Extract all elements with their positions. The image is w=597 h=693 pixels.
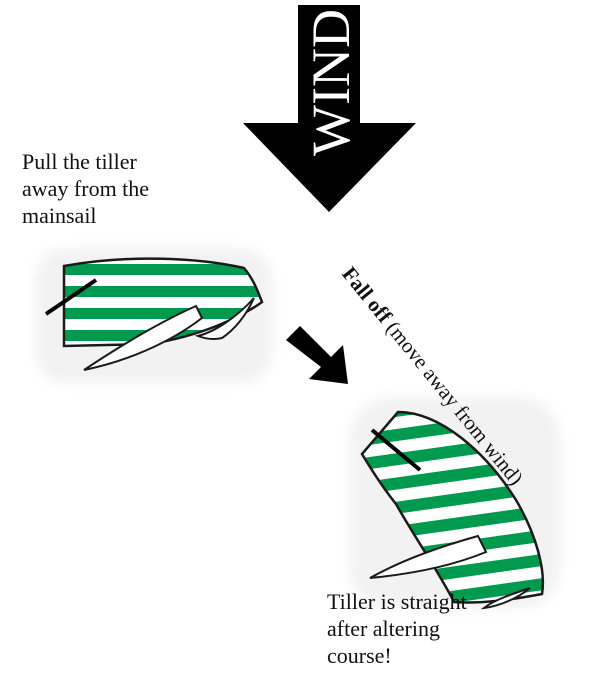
- bottom-note-line-3: course!: [327, 642, 467, 669]
- bottom-note-line-1: Tiller is straight: [327, 588, 467, 615]
- bottom-note-line-2: after altering: [327, 615, 467, 642]
- top-instruction-line-3: mainsail: [22, 202, 149, 229]
- top-instruction-line-1: Pull the tiller: [22, 148, 149, 175]
- fall-off-arrow: [286, 326, 348, 384]
- top-instruction: Pull the tiller away from the mainsail: [22, 148, 149, 229]
- wind-label: WIND: [301, 9, 361, 156]
- bottom-note: Tiller is straight after altering course…: [327, 588, 467, 669]
- top-instruction-line-2: away from the: [22, 175, 149, 202]
